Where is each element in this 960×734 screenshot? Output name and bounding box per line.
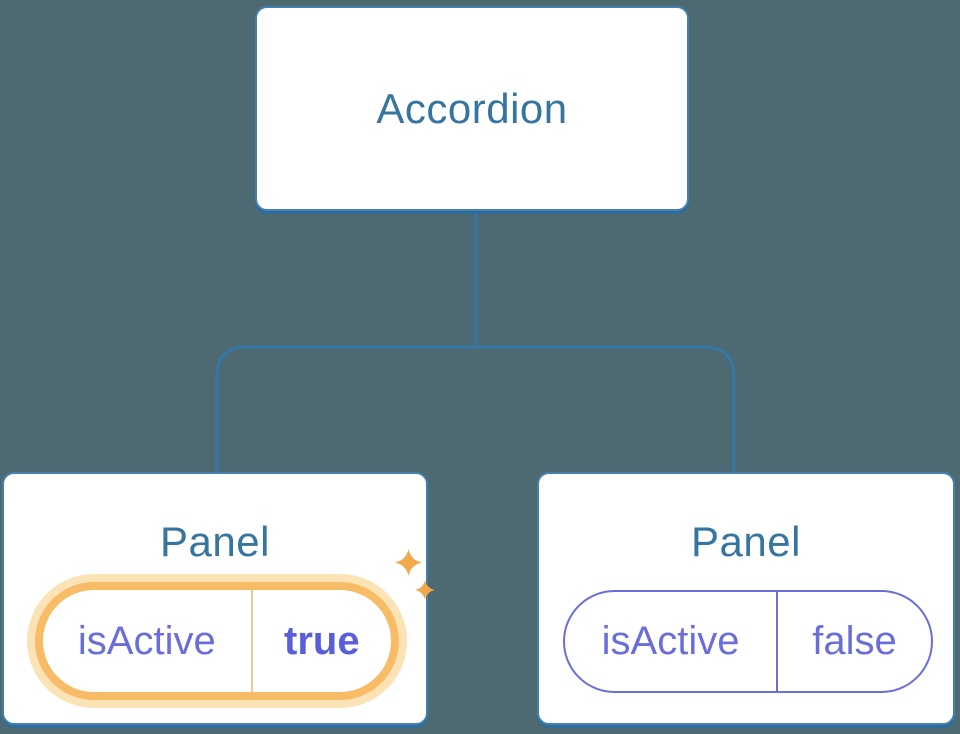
accordion-label: Accordion [376, 84, 568, 132]
state-value-label: true [284, 618, 360, 663]
sparkle-icon-small [415, 580, 435, 600]
pill-divider [776, 592, 779, 691]
sparkle-icon-large [395, 549, 422, 576]
accordion-node: Accordion [255, 6, 689, 211]
state-pill-ring: isActive true [35, 582, 399, 700]
state-name-label: isActive [601, 619, 740, 663]
panel-node-active: Panel isActive true [2, 472, 435, 725]
state-pill-active: isActive true [27, 574, 407, 708]
panel-title: Panel [160, 518, 270, 565]
state-pill-inactive: isActive false [563, 590, 933, 693]
state-value-label: false [812, 619, 897, 663]
panel-title: Panel [691, 518, 801, 565]
pill-divider [250, 590, 253, 692]
state-pill-core: isActive true [43, 590, 391, 692]
state-name-label: isActive [77, 618, 216, 663]
panel-node-inactive: Panel isActive false [537, 472, 955, 725]
